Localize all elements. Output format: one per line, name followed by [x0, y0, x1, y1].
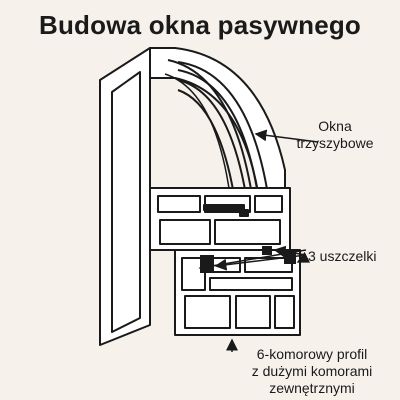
outer-frame	[99, 47, 286, 346]
sash-profile	[149, 187, 291, 251]
windows-arrow	[254, 129, 319, 143]
page-title: Budowa okna pasywnego	[38, 10, 362, 40]
profile-label-line2: z dużymi komorami	[251, 363, 373, 379]
triple-glazing-label-line2: trzyszybowe	[296, 135, 374, 151]
profile-label: 6-komorowy profil z dużymi komorami zewn…	[228, 346, 396, 397]
glass-panes	[164, 59, 269, 196]
seals-arrows	[198, 245, 311, 273]
seals-label: 3 uszczelki	[308, 248, 377, 264]
profile-label-line1: 6-komorowy profil	[256, 346, 368, 362]
triple-glazing-label-line1: Okna	[318, 118, 352, 134]
triple-glazing-label: Okna trzyszybowe	[270, 118, 400, 152]
profile-label-line3: zewnętrznymi	[269, 380, 355, 396]
